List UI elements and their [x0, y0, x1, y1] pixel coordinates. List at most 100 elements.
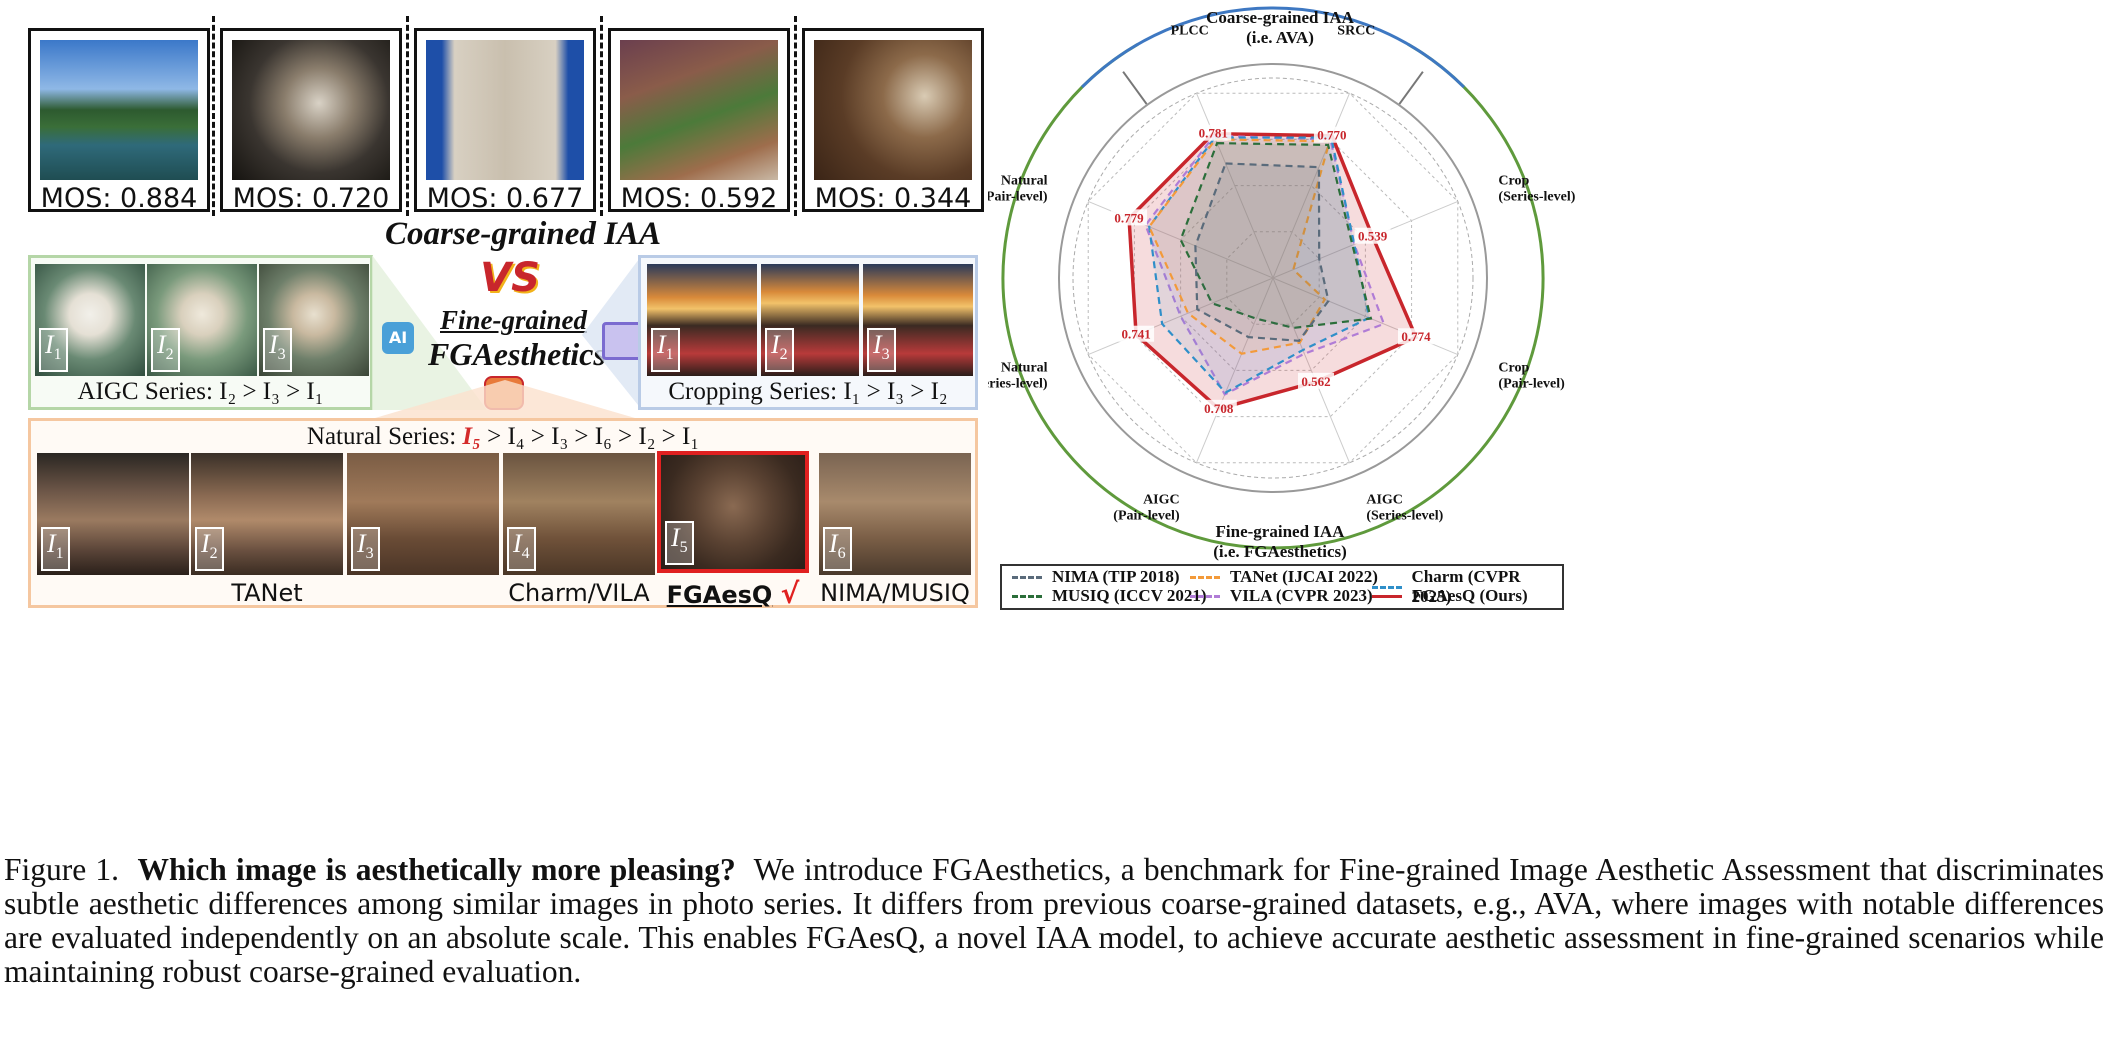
crop-image-3: I3 [863, 264, 973, 376]
figure-body: We introduce FGAesthetics, a benchmark f… [4, 852, 2105, 989]
crop-caption: Cropping Series: I₁ > I₃ > I₂ [668, 378, 948, 405]
ours-value-text: 0.770 [1317, 128, 1346, 143]
coarse-photo-2: MOS: 0.720 [220, 28, 402, 214]
aigc-image-2: I2 [147, 264, 257, 376]
radar-chart: 0.781 0.770 0.539 0.774 0.562 0.708 0.741 0.779… [988, 6, 1576, 550]
natural-caption: Natural Series: I₅ > I₄ > I₃ > I₆ > I₂ >… [306, 423, 700, 450]
check-icon: √ [780, 577, 800, 610]
figure-number: Figure 1. [4, 852, 120, 887]
natural-image-3: I3 [347, 453, 499, 575]
ours-value-label: 0.779 [1111, 209, 1148, 226]
radar-spoke [1196, 277, 1274, 463]
radar-legend: NIMA (TIP 2018) TANet (IJCAI 2022) Charm… [1000, 564, 1564, 610]
radar-series-tanet [1147, 138, 1332, 355]
room-photo [814, 40, 972, 180]
radar-axis-label: Natural(Series-level) [988, 360, 1048, 391]
legend-item: FGAesQ (Ours) [1372, 586, 1528, 606]
model-label-charm-vila: Charm/VILA [508, 579, 650, 607]
radar-axis-label: Crop(Pair-level) [1498, 360, 1565, 391]
coarse-photo-5: MOS: 0.344 [802, 28, 984, 214]
figure-question: Which image is aesthetically more pleasi… [137, 852, 736, 887]
radar-labels: 0.781 0.770 0.539 0.774 0.562 0.708 0.741 0.779… [988, 24, 1576, 524]
crop-icon [602, 322, 642, 360]
coarse-photo-3: MOS: 0.677 [414, 28, 596, 214]
natural-panel: Natural Series: I₅ > I₄ > I₃ > I₆ > I₂ >… [28, 418, 978, 610]
model-label-tanet: TANet [231, 579, 303, 607]
arc-connector [1122, 71, 1148, 105]
coarse-title: Coarse-grained IAA [385, 216, 661, 252]
mos-label: MOS: 0.592 [620, 183, 778, 214]
radar-spoke [1272, 93, 1350, 279]
natural-image-2: I2 [191, 453, 343, 575]
radar-axis-label: Natural(Pair-level) [988, 174, 1048, 205]
legend-swatch [1372, 585, 1402, 589]
legend-swatch [1190, 594, 1220, 598]
radar-spoke [1196, 93, 1274, 279]
ours-value-label: 0.562 [1298, 372, 1335, 389]
ours-value-label: 0.774 [1398, 328, 1435, 345]
mos-label: MOS: 0.677 [426, 183, 584, 214]
fine-grained-arc [1001, 42, 1545, 550]
ours-value-bg [1398, 328, 1435, 345]
coarse-grained-arc [1081, 6, 1465, 89]
legend-item: VILA (CVPR 2023) [1190, 586, 1373, 606]
cat-photo [232, 40, 390, 180]
legend-item: Charm (CVPR 2025) [1372, 567, 1562, 607]
ours-value-label: 0.770 [1313, 126, 1350, 143]
radar-series [1127, 131, 1419, 411]
ours-value-label: 0.539 [1354, 227, 1391, 244]
divider [794, 16, 797, 216]
legend-swatch [1372, 594, 1402, 598]
radar-spoke [1272, 277, 1350, 463]
aigc-image-1: I1 [35, 264, 145, 376]
lake-photo [40, 40, 198, 180]
arc-connector [1398, 71, 1424, 105]
radar-grid [1058, 63, 1488, 493]
vs-icon: VS [480, 255, 540, 301]
coarse-photo-1: MOS: 0.884 [28, 28, 210, 214]
radar-axis-label: SRCC [1337, 24, 1375, 39]
legend-item: TANet (IJCAI 2022) [1190, 567, 1378, 587]
radar-outer-ring [1058, 63, 1488, 493]
divider [406, 16, 409, 216]
aigc-image-3: I3 [259, 264, 369, 376]
figure-caption: Figure 1. Which image is aesthetically m… [4, 853, 2104, 989]
natural-image-5: I5 [657, 451, 809, 573]
ours-value-bg [1354, 227, 1391, 244]
crop-image-1: I1 [647, 264, 757, 376]
ours-value-text: 0.708 [1204, 401, 1234, 416]
ours-value-label: 0.708 [1200, 399, 1237, 416]
radar-series-vila [1144, 134, 1386, 396]
aigc-connector [372, 255, 487, 410]
model-label-nima-musiq: NIMA/MUSIQ [820, 579, 970, 607]
fgaesthetics-label: FGAesthetics [428, 336, 606, 372]
ours-value-bg [1313, 126, 1350, 143]
ours-value-text: 0.741 [1121, 327, 1150, 342]
natural-image-4: I4 [503, 453, 655, 575]
ai-badge-icon: AI [382, 322, 414, 354]
ours-value-text: 0.774 [1401, 329, 1431, 344]
mos-label: MOS: 0.344 [814, 183, 972, 214]
model-label-fgaesq: FGAesQ √ [666, 577, 800, 610]
ours-value-text: 0.539 [1358, 229, 1388, 244]
center-connector [375, 380, 635, 418]
legend-swatch [1190, 575, 1220, 579]
divider [212, 16, 215, 216]
natural-image-1: I1 [37, 453, 189, 575]
ours-value-text: 0.562 [1301, 374, 1330, 389]
ours-value-text: 0.779 [1114, 210, 1144, 225]
ours-value-label: 0.781 [1195, 124, 1232, 141]
radar-top-label: Coarse-grained IAA (i.e. AVA) [1206, 8, 1354, 47]
legend-swatch [1012, 594, 1042, 598]
aigc-caption: AIGC Series: I₂ > I₃ > I₁ [77, 378, 324, 405]
divider [600, 16, 603, 216]
radar-axis-label: PLCC [1171, 24, 1209, 39]
ours-value-bg [1195, 124, 1232, 141]
radar-axis-label: AIGC(Series-level) [1366, 492, 1443, 523]
coarse-photo-4: MOS: 0.592 [608, 28, 790, 214]
crop-image-2: I2 [761, 264, 859, 376]
ours-value-bg [1200, 399, 1237, 416]
ours-value-bg [1118, 325, 1155, 342]
plants-photo [620, 40, 778, 180]
radar-bottom-label: Fine-grained IAA (i.e. FGAesthetics) [1213, 522, 1347, 561]
